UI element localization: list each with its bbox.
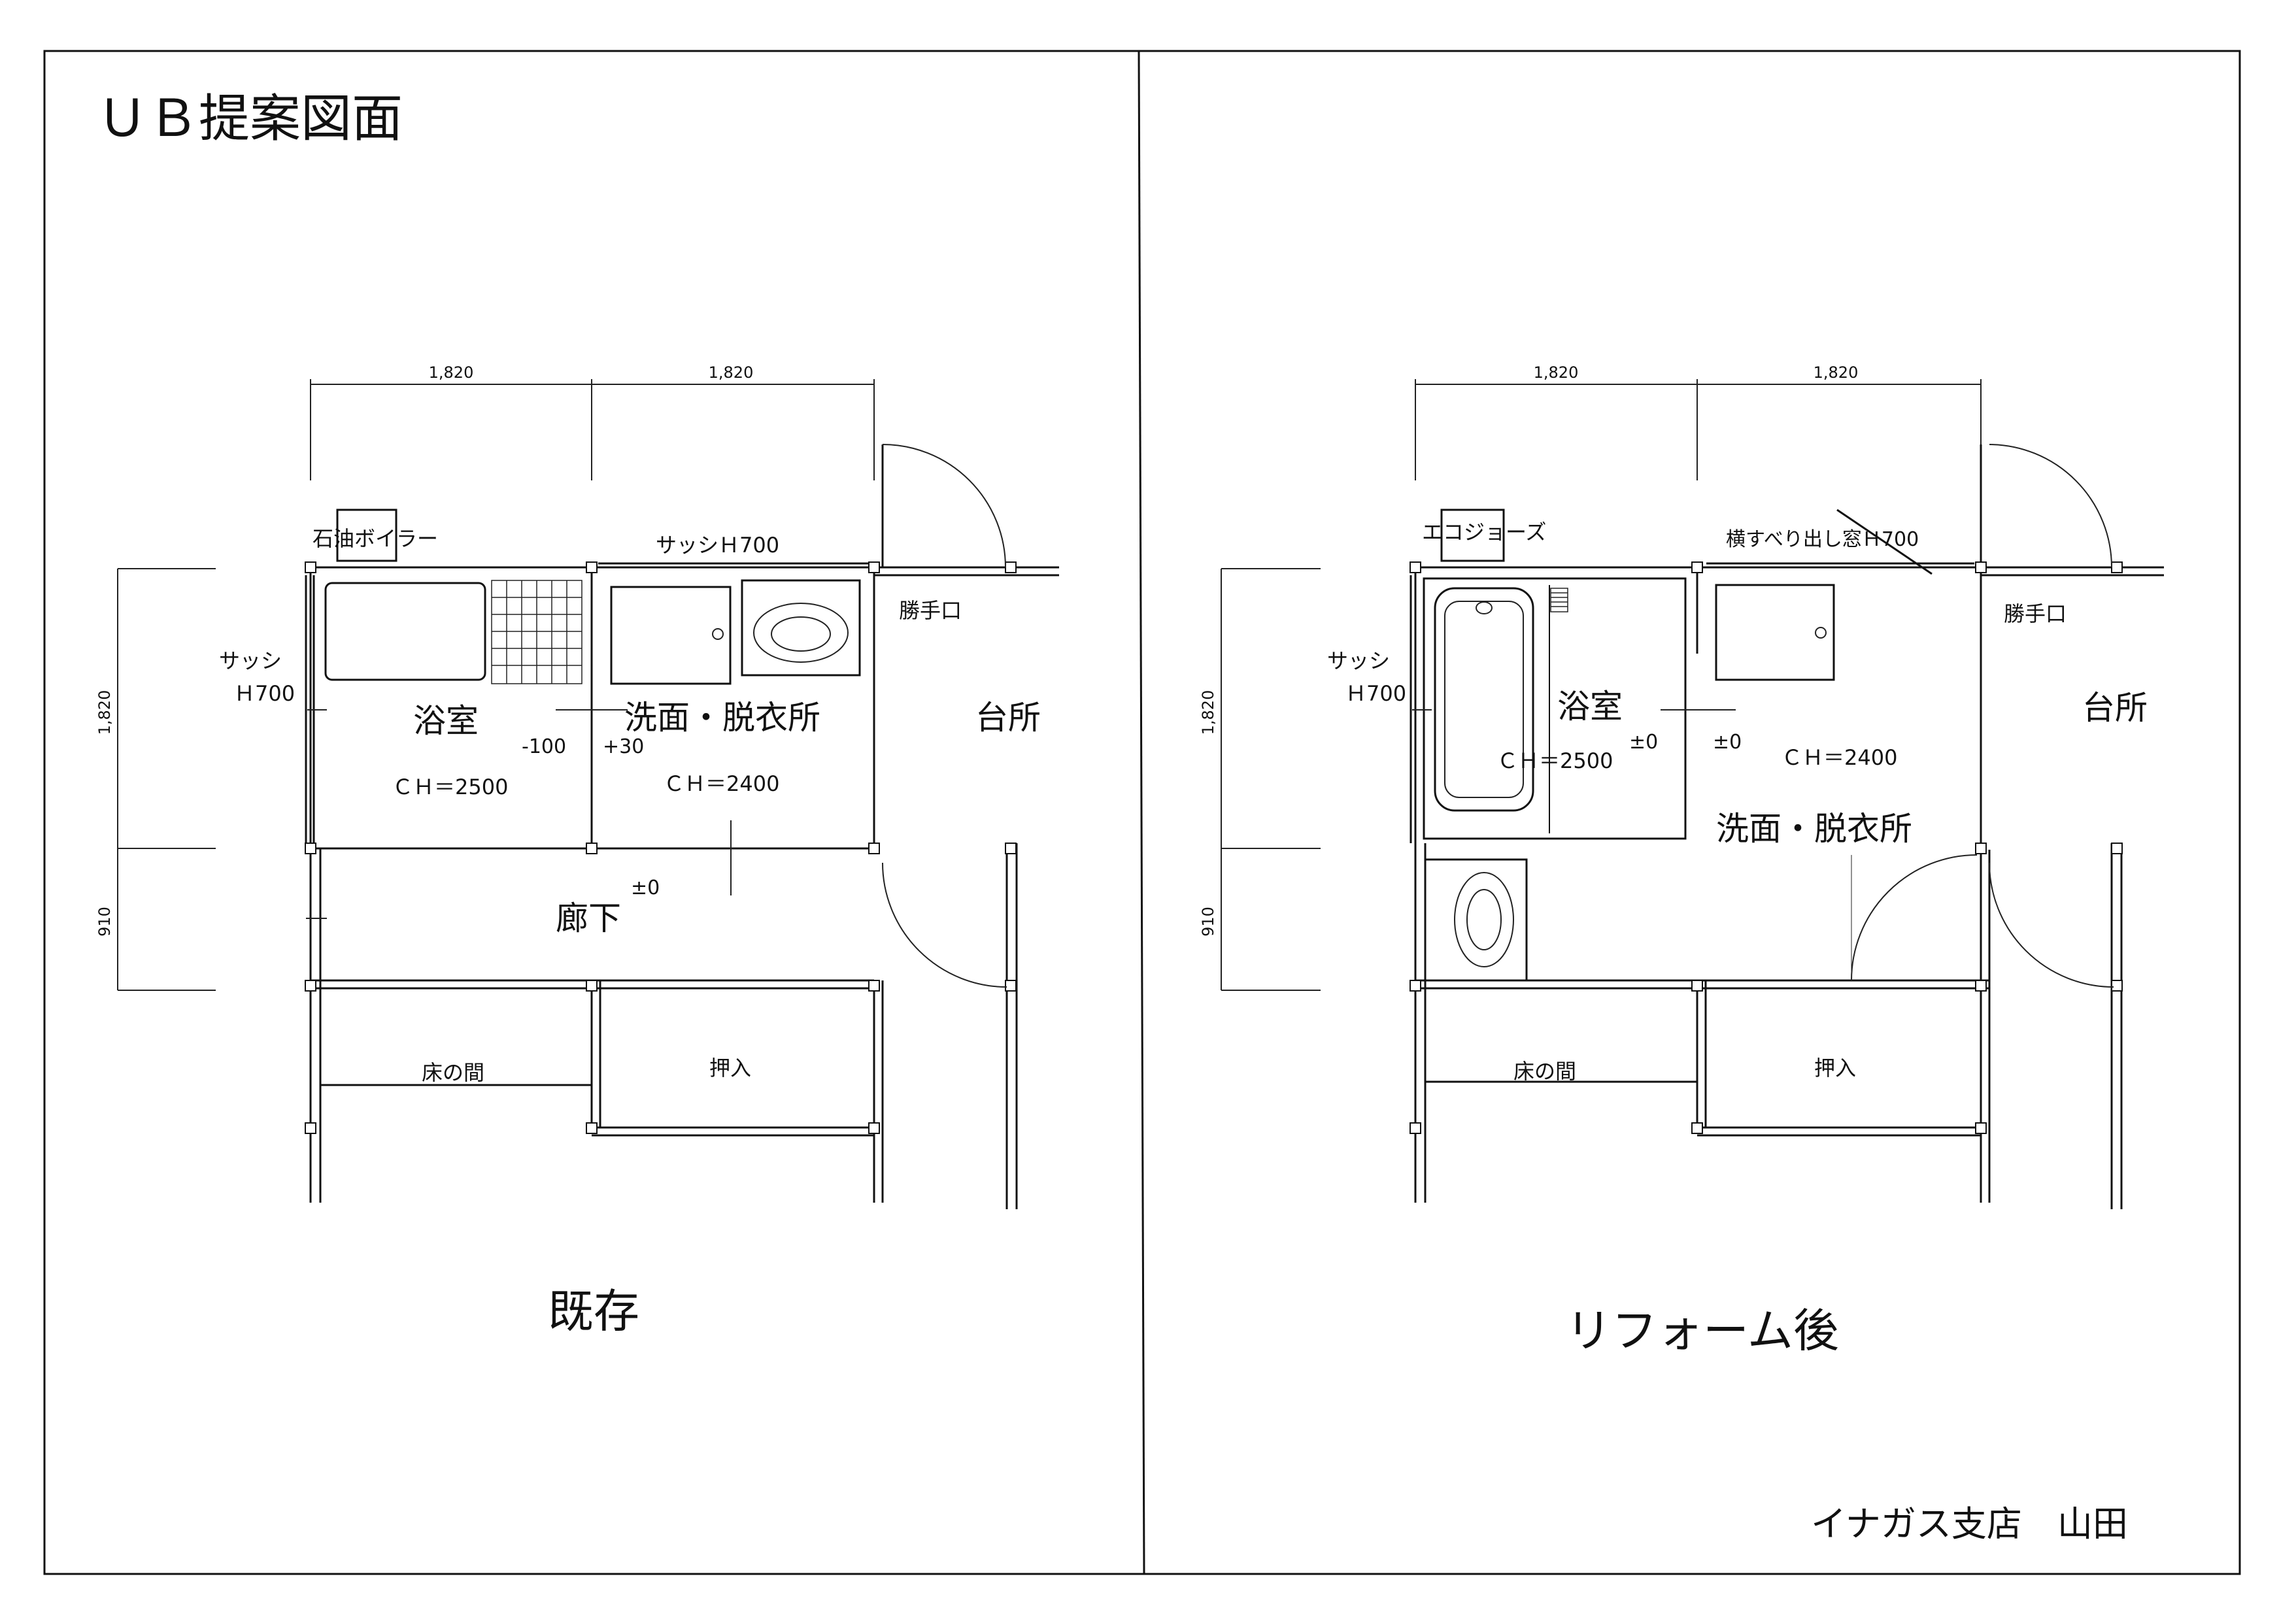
ceiling-bath: ＣＨ＝2500 [1497, 748, 1613, 773]
washbasin-drain [771, 616, 831, 652]
plan-existing: 1,820 1,820 1,820 910 [95, 363, 1059, 1338]
oil-boiler [336, 509, 397, 562]
label-window-side-1: サッシ [1327, 648, 1390, 673]
label-window-top: サッシＨ700 [656, 533, 779, 558]
ceiling-wash: ＣＨ＝2400 [1781, 745, 1897, 770]
bathtub [1434, 587, 1534, 812]
washbasin-counter [1424, 858, 1528, 982]
washing-machine-knob [1815, 627, 1827, 639]
bathtub-drain [1476, 601, 1493, 614]
ceiling-bath: ＣＨ＝2500 [392, 775, 508, 799]
washbasin-counter [741, 579, 861, 677]
walls [309, 444, 1059, 1209]
label-window-side-2: Ｈ700 [1345, 681, 1406, 706]
dimension-side [1221, 568, 1321, 991]
dimension-label-910-side: 910 [1199, 907, 1217, 937]
faucet-panel [1550, 588, 1568, 612]
washing-machine [1715, 584, 1835, 681]
kitchen-door-swing [882, 444, 1006, 568]
level-hall: ±0 [631, 877, 660, 899]
dimension-label-1820-side: 1,820 [1199, 690, 1217, 735]
label-eco-jozu: エコジョーズ [1422, 520, 1546, 544]
window-opening-indicator [1836, 509, 1933, 575]
room-tokonoma: 床の間 [422, 1060, 484, 1085]
level-bath: ±0 [1629, 731, 1658, 754]
label-window-side-2: Ｈ700 [234, 681, 295, 706]
hall-door-swing [1989, 862, 2114, 988]
washbasin-bowl [753, 603, 849, 663]
room-wash: 洗面・脱衣所 [1716, 810, 1912, 848]
bathtub [324, 582, 486, 681]
caption-reform: リフォーム後 [1566, 1304, 1839, 1358]
level-wash: ±0 [1713, 731, 1742, 754]
eco-jozu-unit [1440, 509, 1505, 562]
washbasin-drain [1466, 889, 1502, 950]
dimension-label-1820-side: 1,820 [95, 690, 114, 735]
level-bath: -100 [522, 735, 566, 758]
dimension-side [117, 568, 216, 991]
dimension-label-1820b: 1,820 [709, 363, 754, 382]
tile-floor [491, 580, 582, 684]
washbasin-bowl [1454, 872, 1514, 967]
room-kitchen: 台所 [975, 699, 1041, 737]
washing-machine-knob [712, 628, 724, 640]
label-window-top: 横すべり出し窓Ｈ700 [1726, 528, 1919, 551]
label-kitchen-door: 勝手口 [2004, 601, 2067, 626]
footer-author: イナガス支店 山田 [1811, 1503, 2128, 1545]
dimension-label-910-side: 910 [95, 907, 114, 937]
wash-door-swing [1851, 854, 1978, 981]
dimension-top [310, 379, 875, 480]
dimension-label-1820b: 1,820 [1814, 363, 1859, 382]
sheet-divider [1138, 50, 1145, 1575]
sheet-frame [43, 50, 2241, 1575]
level-markers [306, 709, 732, 919]
caption-existing: 既存 [548, 1284, 639, 1338]
room-kitchen: 台所 [2082, 689, 2148, 727]
room-bath: 浴室 [1557, 688, 1623, 726]
room-oshiire: 押入 [1814, 1056, 1856, 1080]
label-window-side-1: サッシ [219, 648, 282, 673]
dimension-label-1820a: 1,820 [429, 363, 474, 382]
room-bath: 浴室 [413, 702, 479, 740]
hall-door-swing [882, 862, 1007, 988]
room-wash: 洗面・脱衣所 [624, 699, 820, 737]
columns [1410, 561, 2123, 1134]
plan-reform: 1,820 1,820 1,820 910 [1199, 363, 2164, 1358]
sheet-title: ＵＢ提案図面 [97, 90, 403, 148]
room-tokonoma: 床の間 [1513, 1059, 1576, 1084]
columns [305, 561, 1017, 1134]
washing-machine [610, 586, 732, 685]
label-kitchen-door: 勝手口 [899, 598, 962, 623]
kitchen-door-swing [1989, 444, 2112, 568]
dimension-top [1415, 379, 1982, 480]
room-oshiire: 押入 [709, 1056, 751, 1080]
ceiling-wash: ＣＨ＝2400 [664, 771, 779, 796]
label-boiler: 石油ボイラー [312, 526, 438, 551]
dimension-label-1820a: 1,820 [1534, 363, 1579, 382]
level-wash: +30 [603, 735, 644, 758]
room-hall: 廊下 [556, 899, 621, 937]
